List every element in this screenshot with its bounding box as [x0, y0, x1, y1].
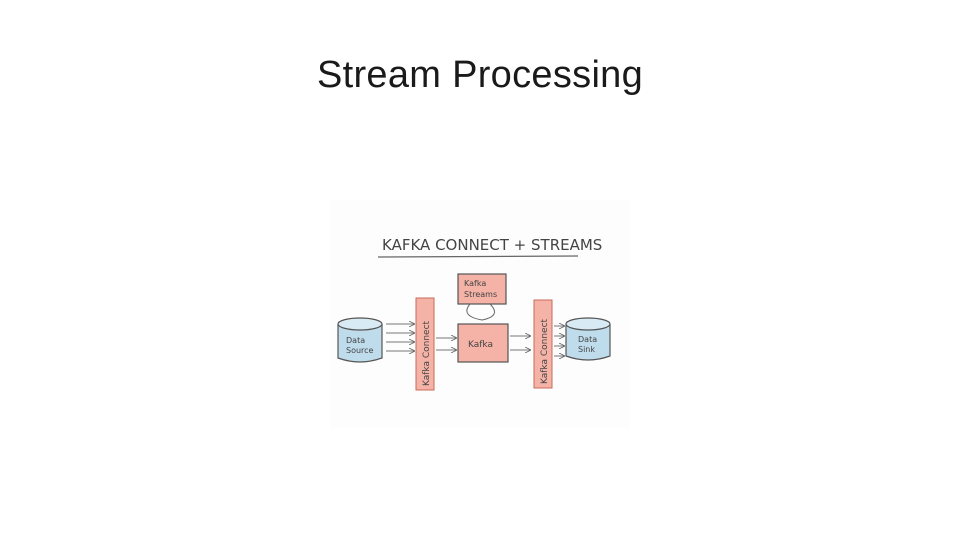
data-sink-label-line2: Sink	[578, 345, 595, 354]
data-sink-label-line1: Data	[578, 335, 597, 344]
kafka-to-connect-arrows	[510, 336, 530, 350]
kafka-connect-streams-diagram: KAFKA CONNECT + STREAMS Data Source Kafk…	[330, 200, 630, 428]
diagram-heading: KAFKA CONNECT + STREAMS	[382, 236, 602, 254]
kafka-label: Kafka	[468, 340, 493, 350]
kafka-connect-left: Kafka Connect	[415, 297, 435, 391]
source-to-connect-arrows	[386, 324, 414, 351]
kafka-box: Kafka	[457, 323, 509, 363]
kafka-connect-right: Kafka Connect	[533, 299, 553, 389]
diagram-canvas: KAFKA CONNECT + STREAMS Data Source Kafk…	[337, 236, 611, 391]
kafka-streams-box: Kafka Streams	[457, 273, 507, 305]
slide-title: Stream Processing	[316, 54, 644, 96]
data-source-database: Data Source	[337, 317, 383, 363]
streams-kafka-loop	[466, 303, 495, 321]
kafka-connect-left-label: Kafka Connect	[422, 320, 432, 386]
connect-to-kafka-arrows	[436, 338, 456, 350]
kafka-streams-label-line2: Streams	[464, 290, 497, 299]
heading-underline	[377, 255, 579, 258]
connect-to-sink-arrows	[554, 326, 564, 356]
data-source-label-line2: Source	[346, 346, 374, 355]
kafka-connect-right-label: Kafka Connect	[540, 318, 550, 384]
data-sink-database: Data Sink	[565, 317, 611, 361]
kafka-streams-label-line1: Kafka	[464, 279, 486, 288]
data-source-label-line1: Data	[346, 336, 365, 345]
